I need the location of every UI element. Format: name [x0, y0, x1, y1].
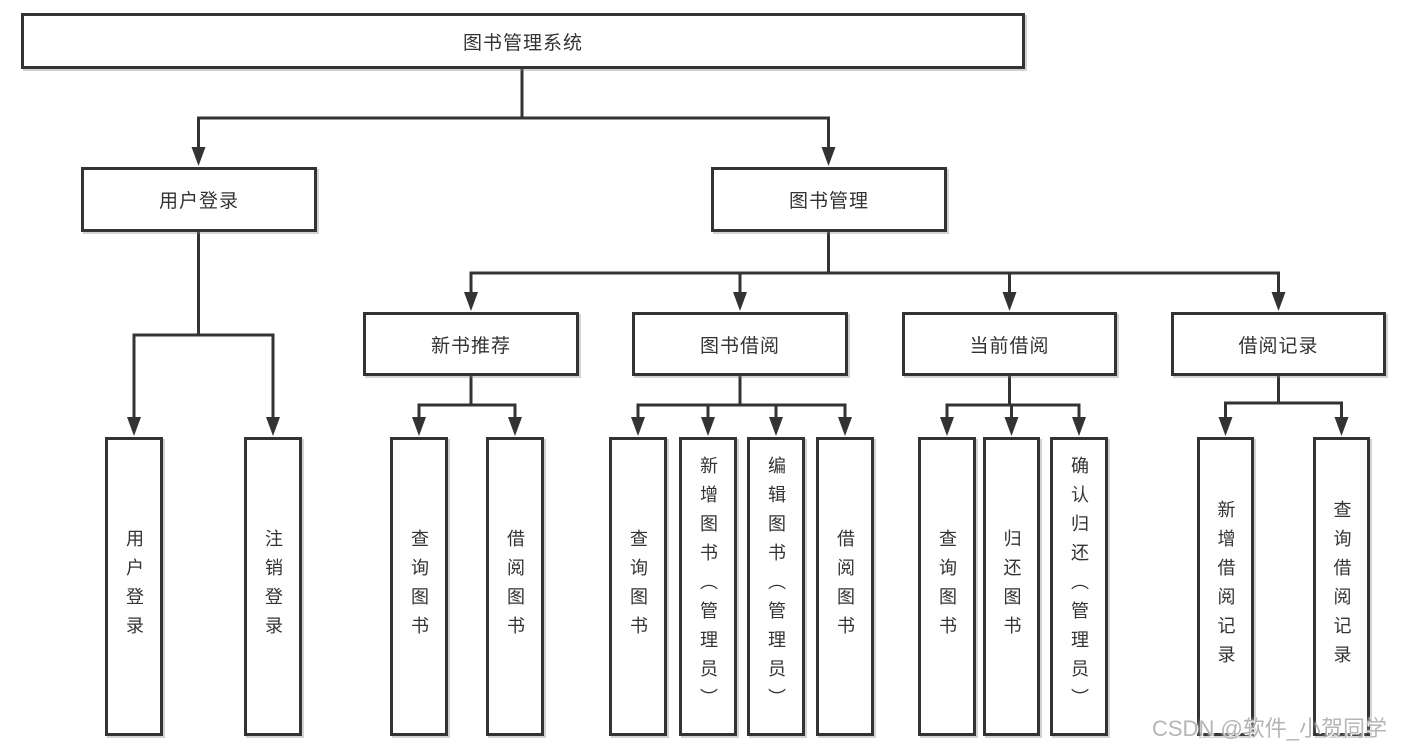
leaf-query-borrow-record: 查询借阅记录: [1313, 437, 1370, 736]
node-borrow-records-label: 借阅记录: [1238, 335, 1319, 357]
node-book-management-system-label: 图书管理系统: [462, 32, 583, 54]
leaf-query-books-recommend: 查询图书: [390, 437, 448, 736]
leaf-query-books-current: 查询图书: [918, 437, 976, 736]
leaf-add-book-admin: 新增图书（管理员）: [679, 437, 737, 736]
node-new-book-recommend: 新书推荐: [363, 312, 579, 376]
leaf-logout: 注销登录: [244, 437, 302, 736]
leaf-query-books-current-label: 查询图书: [937, 528, 957, 645]
leaf-user-login-label: 用户登录: [124, 528, 144, 645]
node-current-borrow: 当前借阅: [902, 312, 1117, 376]
leaf-borrow-books-2-label: 借阅图书: [835, 528, 855, 645]
node-current-borrow-label: 当前借阅: [969, 335, 1050, 357]
node-new-book-recommend-label: 新书推荐: [430, 335, 511, 357]
node-book-management: 图书管理: [711, 167, 947, 232]
leaf-add-borrow-record-label: 新增借阅记录: [1215, 499, 1236, 674]
leaf-borrow-books-recommend-label: 借阅图书: [505, 528, 525, 645]
leaf-add-borrow-record: 新增借阅记录: [1197, 437, 1254, 736]
node-user-login-label: 用户登录: [158, 191, 239, 212]
leaf-logout-label: 注销登录: [263, 528, 283, 645]
leaf-query-books-borrow: 查询图书: [609, 437, 667, 736]
leaf-user-login: 用户登录: [105, 437, 163, 736]
node-borrow-records: 借阅记录: [1171, 312, 1386, 376]
leaf-edit-book-admin-label: 编辑图书（管理员）: [766, 456, 786, 717]
arrowheads: [127, 147, 1349, 436]
node-book-borrow: 图书借阅: [632, 312, 848, 376]
leaf-query-books-borrow-label: 查询图书: [628, 528, 648, 645]
node-book-management-system: 图书管理系统: [21, 13, 1025, 69]
leaf-edit-book-admin: 编辑图书（管理员）: [747, 437, 805, 736]
csdn-watermark: CSDN @软件_小贺同学: [1152, 716, 1388, 741]
node-book-borrow-label: 图书借阅: [699, 335, 780, 357]
leaf-confirm-return-admin: 确认归还（管理员）: [1050, 437, 1108, 736]
leaf-query-books-recommend-label: 查询图书: [409, 528, 429, 645]
leaf-return-book-label: 归还图书: [1001, 528, 1022, 645]
leaf-borrow-books-recommend: 借阅图书: [486, 437, 544, 736]
leaf-add-book-admin-label: 新增图书（管理员）: [698, 456, 718, 717]
leaf-query-borrow-record-label: 查询借阅记录: [1331, 499, 1352, 674]
node-book-management-label: 图书管理: [788, 191, 869, 212]
leaf-return-book: 归还图书: [983, 437, 1040, 736]
leaf-borrow-books-2: 借阅图书: [816, 437, 874, 736]
node-user-login: 用户登录: [81, 167, 317, 232]
leaf-confirm-return-admin-label: 确认归还（管理员）: [1069, 456, 1089, 717]
